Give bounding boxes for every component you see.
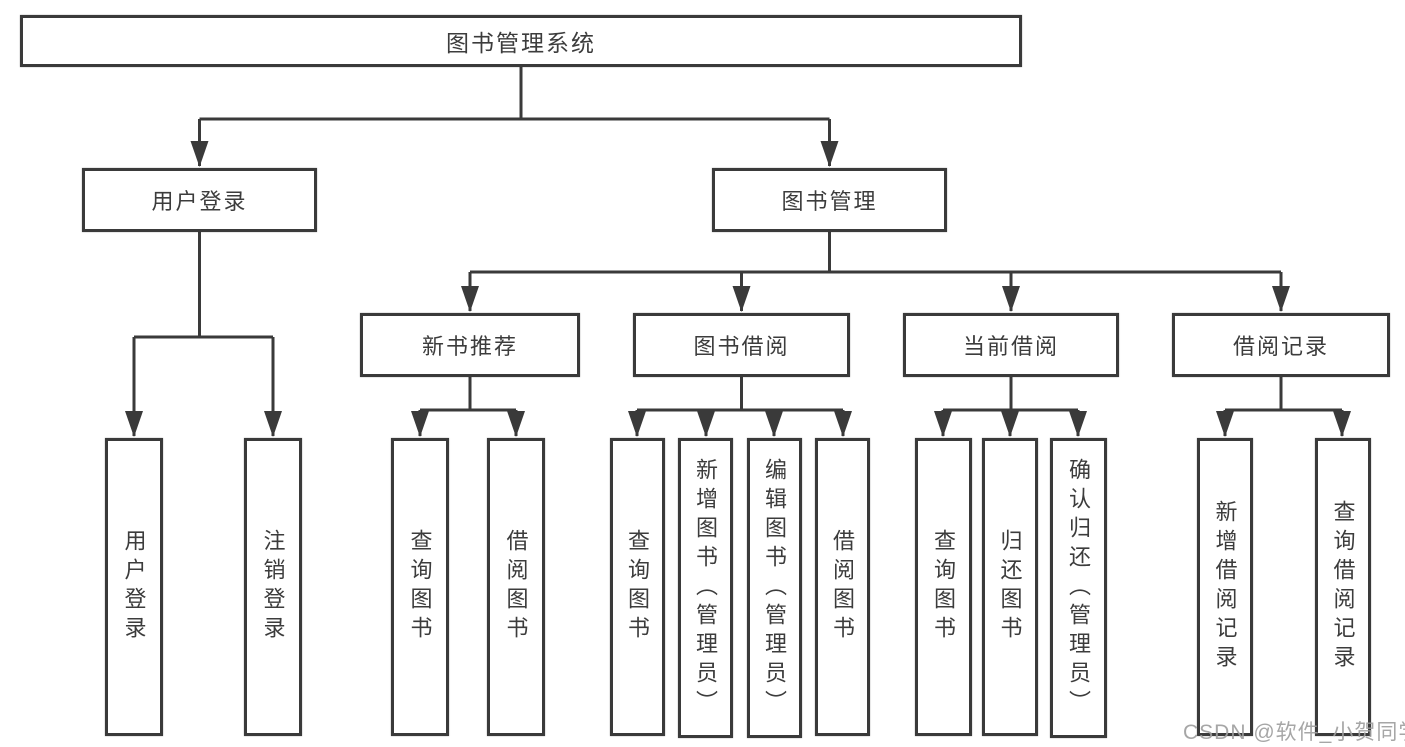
leaf-record-add: 新增借阅记录: [1197, 438, 1253, 736]
leaf-bookborrow-borrow: 借阅图书: [815, 438, 870, 736]
leaf-newbook-borrow: 借阅图书: [487, 438, 545, 736]
node-user-login: 用户登录: [82, 168, 317, 232]
node-root: 图书管理系统: [20, 15, 1022, 67]
leaf-currentborrow-confirm: 确认归还（管理员）: [1050, 438, 1107, 738]
leaf-user-login: 用户登录: [105, 438, 163, 736]
node-book-borrow: 图书借阅: [633, 313, 850, 377]
node-borrow-record: 借阅记录: [1172, 313, 1390, 377]
node-current-borrow: 当前借阅: [903, 313, 1119, 377]
leaf-bookborrow-add: 新增图书（管理员）: [678, 438, 733, 738]
leaf-currentborrow-return: 归还图书: [982, 438, 1038, 736]
leaf-newbook-query: 查询图书: [391, 438, 449, 736]
leaf-record-query: 查询借阅记录: [1315, 438, 1371, 736]
csdn-watermark: CSDN @软件_小贺同学: [1183, 721, 1405, 744]
leaf-bookborrow-query: 查询图书: [610, 438, 665, 736]
leaf-bookborrow-edit: 编辑图书（管理员）: [747, 438, 802, 738]
node-book-mgmt: 图书管理: [712, 168, 947, 232]
leaf-logout: 注销登录: [244, 438, 302, 736]
leaf-currentborrow-query: 查询图书: [915, 438, 972, 736]
node-new-book: 新书推荐: [360, 313, 580, 377]
